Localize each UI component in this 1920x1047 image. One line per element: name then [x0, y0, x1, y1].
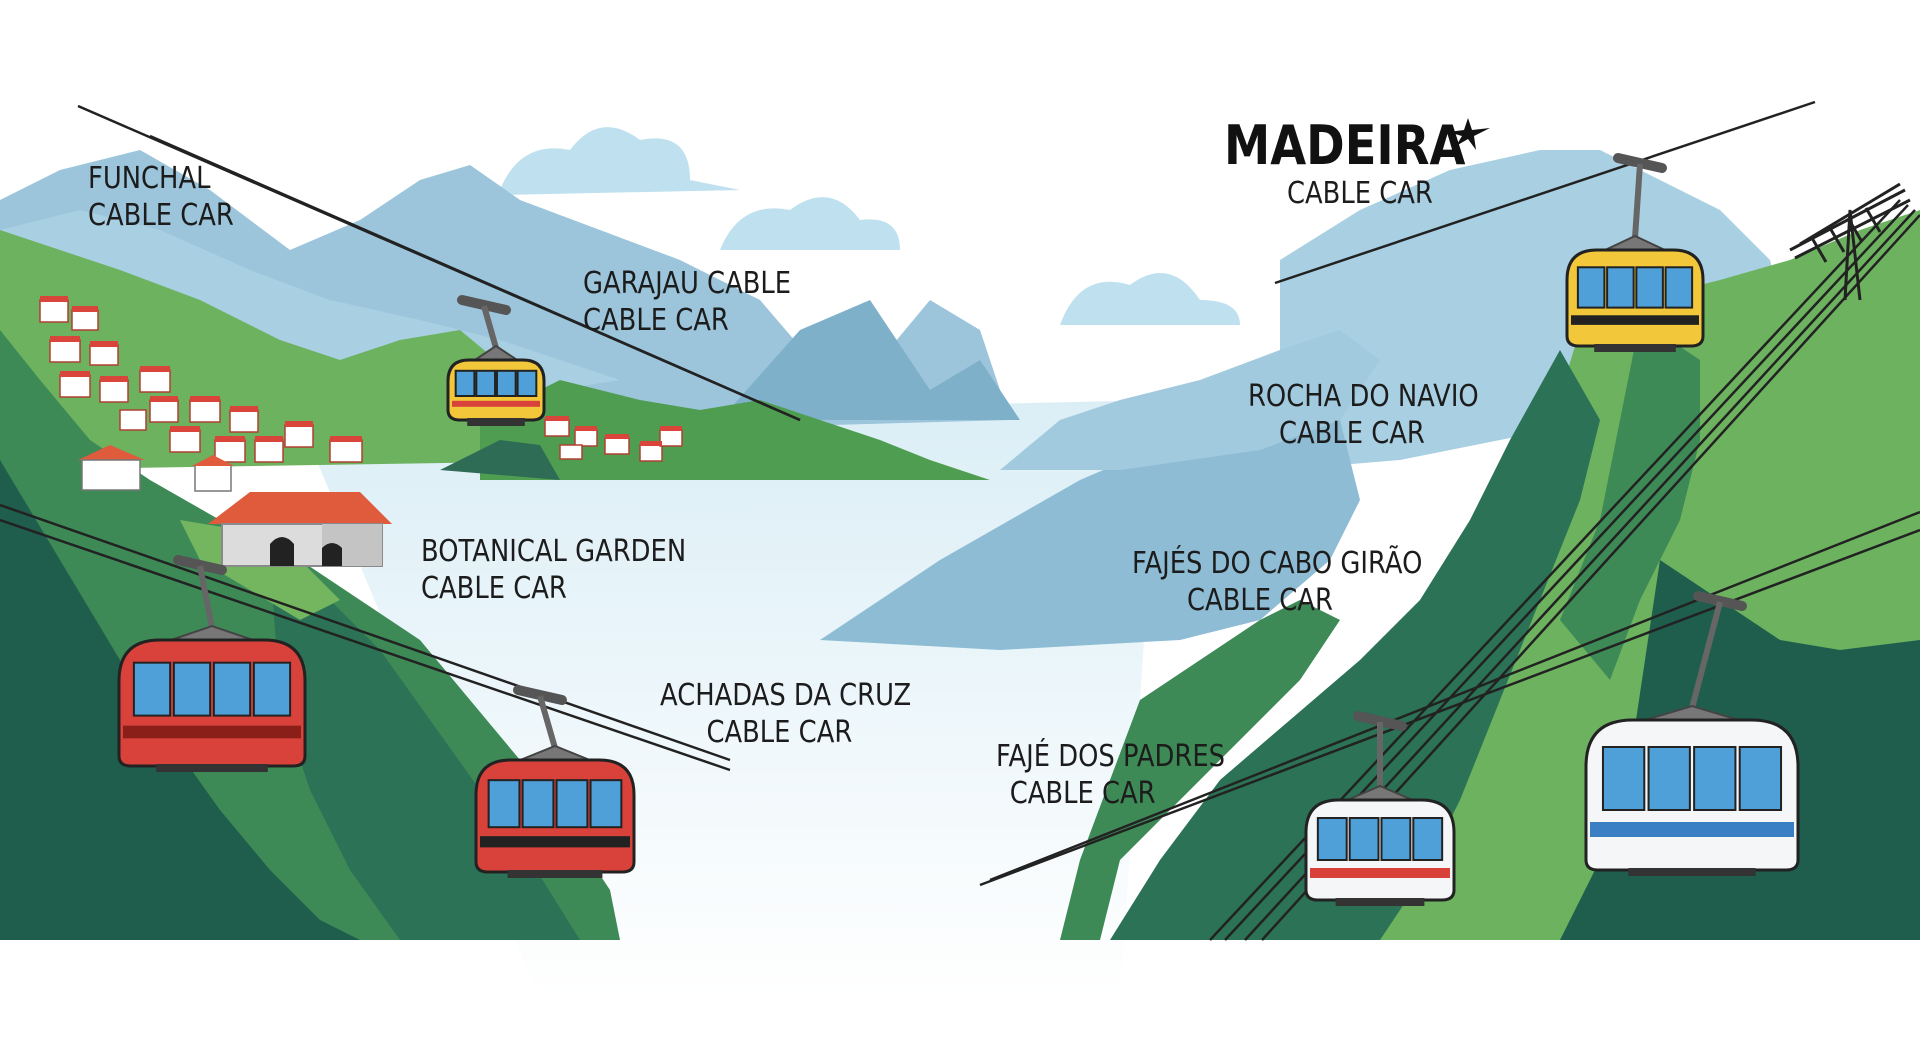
mountain-blue-right — [820, 400, 1360, 650]
mountain-blue-right-2 — [1000, 330, 1380, 470]
cable-car-faje-padres-white — [1304, 711, 1456, 906]
cloud-left — [500, 127, 900, 250]
cable-car-garajau-yellow — [446, 295, 546, 426]
bird-icon — [1448, 118, 1490, 150]
cliff-right-dark — [1110, 350, 1600, 940]
brand-title: MADEIRA — [1224, 114, 1466, 177]
brand-subtitle: CABLE CAR — [1287, 176, 1433, 211]
cliff-left-light — [180, 520, 340, 620]
station-building — [208, 492, 392, 567]
cable-cars — [117, 153, 1800, 906]
town-houses — [39, 296, 683, 492]
cable-car-botanical-red — [117, 555, 307, 772]
cable-car-achadas-red — [474, 685, 636, 878]
mountain-peak — [720, 300, 1020, 420]
cable-car-rocha-yellow — [1565, 153, 1705, 352]
cliff-left-front — [0, 460, 360, 940]
cloud-right — [1060, 273, 1240, 325]
hill-dark-islet — [440, 440, 560, 480]
cable-car-cabo-girao-blue — [1584, 591, 1800, 876]
cliff-right-strip — [1060, 600, 1340, 940]
hill-green-mid — [480, 380, 990, 480]
cliff-right-mid — [1560, 320, 1700, 680]
